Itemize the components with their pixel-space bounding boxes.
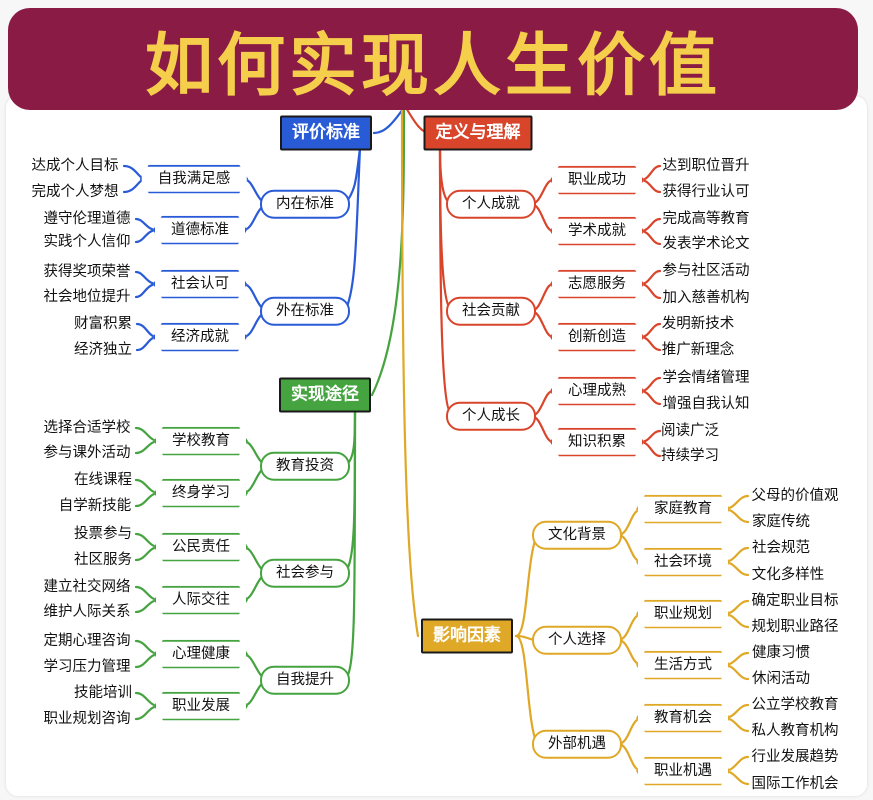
leaf-item: 获得行业认可 <box>662 183 750 200</box>
leaf-item: 参与社区活动 <box>662 262 750 279</box>
leaf-item: 参与课外活动 <box>43 444 131 461</box>
category-path[interactable]: 实现途径 <box>279 377 371 413</box>
page-title: 如何实现人生价值 <box>8 8 858 110</box>
node-self-satisfaction[interactable]: 自我满足感 <box>140 165 249 194</box>
node-psych-maturity[interactable]: 心理成熟 <box>550 377 644 406</box>
leaf-item: 健康习惯 <box>752 644 810 661</box>
category-influence[interactable]: 影响因素 <box>421 618 513 654</box>
node-family-education[interactable]: 家庭教育 <box>636 495 730 524</box>
node-school-education[interactable]: 学校教育 <box>154 427 248 456</box>
node-external-opportunity[interactable]: 外部机遇 <box>532 729 622 759</box>
leaf-item: 完成高等教育 <box>662 210 750 227</box>
node-volunteer-service[interactable]: 志愿服务 <box>550 270 644 299</box>
category-definition[interactable]: 定义与理解 <box>423 115 533 151</box>
leaf-item: 私人教育机构 <box>751 722 839 739</box>
leaf-item: 国际工作机会 <box>751 775 839 792</box>
leaf-item: 投票参与 <box>74 525 132 542</box>
node-self-improvement[interactable]: 自我提升 <box>260 665 350 695</box>
leaf-item: 社会地位提升 <box>43 288 131 305</box>
leaf-item: 选择合适学校 <box>43 419 131 436</box>
leaf-item: 确定职业目标 <box>751 592 839 609</box>
leaf-item: 技能培训 <box>74 684 132 701</box>
node-lifestyle[interactable]: 生活方式 <box>636 651 730 680</box>
leaf-item: 遵守伦理道德 <box>43 210 131 227</box>
node-social-recognition[interactable]: 社会认可 <box>153 270 247 299</box>
leaf-item: 发明新技术 <box>661 315 735 332</box>
leaf-item: 行业发展趋势 <box>751 748 839 765</box>
node-career-development[interactable]: 职业发展 <box>154 692 248 721</box>
leaf-item: 达到职位晋升 <box>662 157 750 174</box>
leaf-item: 职业规划咨询 <box>43 710 131 727</box>
node-career-opportunity[interactable]: 职业机遇 <box>636 757 730 786</box>
leaf-item: 持续学习 <box>661 447 719 464</box>
node-interpersonal[interactable]: 人际交往 <box>154 586 248 615</box>
trunk-connectors <box>370 104 432 638</box>
leaf-item: 文化多样性 <box>751 566 825 583</box>
leaf-item: 在线课程 <box>74 471 132 488</box>
node-cultural-background[interactable]: 文化背景 <box>532 520 622 550</box>
leaf-item: 发表学术论文 <box>662 235 750 252</box>
node-economic-achievement[interactable]: 经济成就 <box>153 323 247 352</box>
node-education-investment[interactable]: 教育投资 <box>260 451 350 481</box>
leaf-item: 休闲活动 <box>752 670 810 687</box>
node-social-environment[interactable]: 社会环境 <box>636 548 730 577</box>
node-personal-success[interactable]: 个人成就 <box>446 189 536 219</box>
node-mental-health[interactable]: 心理健康 <box>154 640 248 669</box>
node-personal-choice[interactable]: 个人选择 <box>532 625 622 655</box>
leaf-item: 获得奖项荣誉 <box>43 263 131 280</box>
leaf-item: 家庭传统 <box>752 513 810 530</box>
node-personal-growth[interactable]: 个人成长 <box>446 401 536 431</box>
leaf-item: 经济独立 <box>74 341 132 358</box>
node-outer-standard[interactable]: 外在标准 <box>260 296 350 326</box>
leaf-item: 父母的价值观 <box>751 487 839 504</box>
node-inner-standard[interactable]: 内在标准 <box>260 189 350 219</box>
category-evaluation[interactable]: 评价标准 <box>280 115 372 151</box>
leaf-item: 阅读广泛 <box>661 422 719 439</box>
node-social-contribution[interactable]: 社会贡献 <box>446 296 536 326</box>
node-social-participation[interactable]: 社会参与 <box>260 558 350 588</box>
node-career-planning[interactable]: 职业规划 <box>636 600 730 629</box>
leaf-item: 维护人际关系 <box>43 603 131 620</box>
node-career-success[interactable]: 职业成功 <box>550 166 644 195</box>
leaf-item: 规划职业路径 <box>751 618 839 635</box>
leaf-item: 学会情绪管理 <box>662 369 750 386</box>
leaf-item: 建立社交网络 <box>43 578 131 595</box>
leaf-item: 加入慈善机构 <box>662 289 750 306</box>
leaf-item: 完成个人梦想 <box>31 183 119 200</box>
node-knowledge[interactable]: 知识积累 <box>550 428 644 457</box>
node-education-opportunity[interactable]: 教育机会 <box>636 704 730 733</box>
leaf-item: 学习压力管理 <box>43 658 131 675</box>
leaf-item: 实践个人信仰 <box>43 233 131 250</box>
leaf-item: 自学新技能 <box>58 497 132 514</box>
leaf-item: 达成个人目标 <box>31 157 119 174</box>
leaf-item: 增强自我认知 <box>662 395 750 412</box>
leaf-item: 社会规范 <box>752 539 810 556</box>
node-moral-standard[interactable]: 道德标准 <box>153 216 247 245</box>
node-innovation[interactable]: 创新创造 <box>550 323 644 352</box>
leaf-item: 财富积累 <box>74 315 132 332</box>
node-civic-duty[interactable]: 公民责任 <box>154 533 248 562</box>
node-academic-achievement[interactable]: 学术成就 <box>550 217 644 246</box>
leaf-item: 定期心理咨询 <box>43 632 131 649</box>
node-lifelong-learning[interactable]: 终身学习 <box>154 479 248 508</box>
leaf-item: 社区服务 <box>74 551 132 568</box>
leaf-item: 推广新理念 <box>661 341 735 358</box>
leaf-item: 公立学校教育 <box>751 696 839 713</box>
